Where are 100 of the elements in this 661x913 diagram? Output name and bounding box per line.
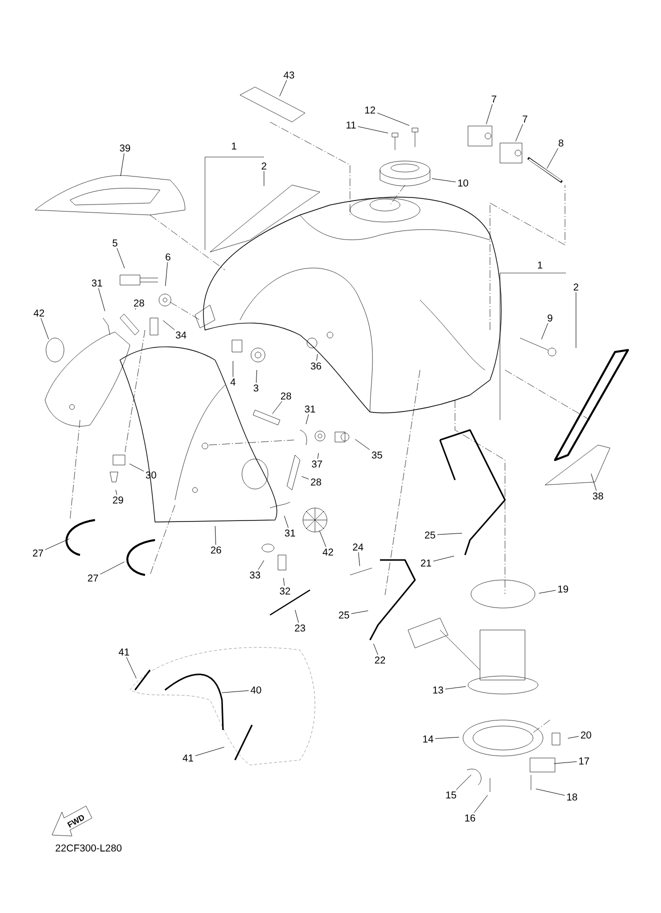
leader-line [40, 318, 49, 340]
leader-line [538, 590, 556, 594]
callout-number: 19 [558, 585, 568, 593]
callout-number: 29 [112, 496, 124, 504]
leader-line [358, 126, 388, 134]
callout-number: 31 [304, 405, 316, 413]
callout-number: 26 [210, 546, 222, 554]
leader-line [301, 476, 309, 480]
callout-number: 35 [372, 451, 382, 459]
callout-number: 9 [548, 314, 552, 322]
callout-number: 24 [352, 544, 364, 550]
callout-number: 17 [579, 758, 590, 764]
leader-line [279, 80, 287, 97]
callout-number: 28 [310, 478, 322, 486]
callout-number: 27 [32, 550, 44, 556]
callout-number: 37 [312, 460, 322, 468]
leader-line [98, 288, 106, 312]
callout-number: 38 [592, 492, 604, 500]
leader-line [316, 354, 318, 362]
leader-line [432, 178, 456, 182]
leader-line [283, 578, 285, 586]
callout-number: 27 [88, 574, 98, 582]
callout-number: 10 [458, 179, 468, 187]
callout-number: 41 [118, 648, 130, 656]
leader-line [486, 104, 493, 124]
callout-number: 42 [34, 310, 44, 316]
callout-number: 16 [465, 814, 476, 822]
leader-line [546, 148, 558, 169]
leader-line [100, 562, 125, 574]
leader-line [45, 538, 70, 550]
callout-number: 11 [346, 122, 356, 128]
callout-number: 20 [580, 731, 592, 739]
leader-line [120, 153, 124, 176]
callout-number: 21 [420, 560, 432, 566]
leader-line [272, 401, 282, 414]
leader-line [306, 414, 309, 424]
leader-line [445, 686, 466, 690]
leader-line [433, 556, 454, 562]
leader-line [256, 370, 258, 384]
callout-number: 4 [230, 378, 236, 386]
leader-line [258, 560, 264, 570]
callout-number: 8 [558, 139, 564, 147]
callout-number: 34 [176, 331, 186, 339]
leader-line [358, 552, 360, 566]
callout-number: 18 [567, 793, 578, 801]
callout-number: 28 [134, 299, 144, 307]
callout-number: 25 [338, 611, 350, 619]
leader-line [590, 474, 597, 492]
callout-number: 42 [322, 548, 334, 556]
leader-line [474, 794, 488, 813]
callout-number: 6 [166, 253, 170, 261]
callout-number: 14 [423, 736, 434, 742]
leader-line [222, 690, 249, 693]
callout-number: 31 [92, 279, 102, 287]
leader-line [541, 323, 548, 340]
leader-line [351, 610, 368, 614]
callout-number: 33 [250, 571, 260, 579]
leader-line [165, 262, 168, 286]
callout-number: 7 [522, 116, 528, 122]
leader-line [377, 112, 410, 126]
callout-number: 39 [120, 144, 130, 152]
leader-line [354, 439, 370, 450]
callout-number: 31 [284, 529, 296, 537]
callout-number: 2 [262, 162, 266, 170]
leader-line [554, 761, 577, 764]
leader-line [232, 360, 234, 378]
callout-number: 43 [284, 71, 294, 79]
leader-line [284, 516, 288, 528]
leader-line [195, 746, 224, 756]
leader-line [317, 452, 319, 460]
leader-line [116, 490, 118, 496]
callout-number: 23 [294, 624, 306, 632]
leader-line [568, 736, 579, 739]
callout-number: 1 [538, 262, 542, 268]
leader-line [437, 532, 462, 535]
callout-number: 7 [492, 96, 496, 102]
leader-line [435, 736, 460, 739]
callout-number: 22 [374, 656, 386, 664]
leader-line [116, 248, 125, 269]
leader-line [373, 643, 378, 656]
leader-line [515, 124, 524, 142]
leader-line [536, 788, 565, 796]
callout-number: 28 [280, 392, 292, 400]
callout-number: 2 [574, 284, 578, 290]
callout-number: 40 [250, 686, 262, 694]
callout-number: 3 [254, 384, 258, 392]
callout-number: 15 [446, 792, 456, 798]
leader-line [134, 308, 136, 310]
leader-line [456, 774, 472, 790]
leader-line [294, 610, 299, 624]
leader-line [319, 530, 326, 548]
leader-line [126, 656, 137, 679]
callout-number: 41 [182, 754, 194, 762]
drawing-number: 22CF300-L280 [56, 844, 122, 852]
callout-number: 5 [112, 240, 118, 246]
callout-number: 13 [433, 686, 444, 694]
callout-number: 36 [310, 362, 322, 370]
leader-line [214, 526, 216, 546]
callout-number: 12 [365, 106, 376, 114]
leader-line [162, 320, 175, 330]
